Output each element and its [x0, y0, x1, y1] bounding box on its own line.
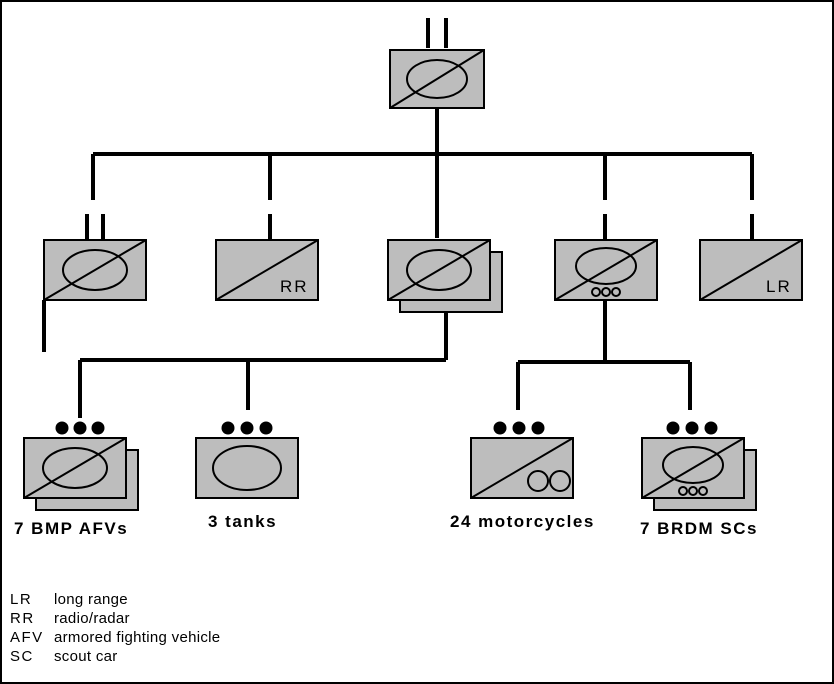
motorcycles-symbol [470, 421, 574, 499]
unit-label-bmp: 7 BMP AFVs [14, 519, 128, 538]
legend-row: SC scout car [10, 647, 220, 666]
node-rr-label: RR [280, 277, 309, 296]
legend-row: RR radio/radar [10, 609, 220, 628]
legend-desc: long range [54, 591, 128, 608]
node-rr-symbol: RR [215, 239, 319, 301]
node-4-symbol [554, 239, 658, 301]
bmp-afv-symbol [23, 421, 139, 511]
node-lr-symbol: LR [699, 239, 803, 301]
node-1-symbol [43, 239, 147, 301]
legend-abbr: SC [10, 648, 34, 665]
hq-symbol [389, 49, 485, 109]
legend-abbr: RR [10, 610, 35, 627]
legend-abbr: AFV [10, 629, 44, 646]
legend-desc: armored fighting vehicle [54, 629, 221, 646]
legend-desc: scout car [54, 648, 118, 665]
node-3-symbol [387, 239, 503, 313]
legend-row: AFV armored fighting vehicle [10, 628, 220, 647]
unit-label-motorcycles: 24 motorcycles [450, 512, 595, 531]
node-lr-label: LR [766, 277, 792, 296]
tanks-symbol [195, 421, 299, 499]
brdm-sc-symbol [641, 421, 757, 511]
legend: LR long range RR radio/radar AFV armored… [10, 590, 220, 666]
legend-row: LR long range [10, 590, 220, 609]
unit-label-tanks: 3 tanks [208, 512, 277, 531]
legend-abbr: LR [10, 591, 33, 608]
unit-label-brdm: 7 BRDM SCs [640, 519, 758, 538]
legend-desc: radio/radar [54, 610, 130, 627]
connector-lines [42, 18, 754, 418]
